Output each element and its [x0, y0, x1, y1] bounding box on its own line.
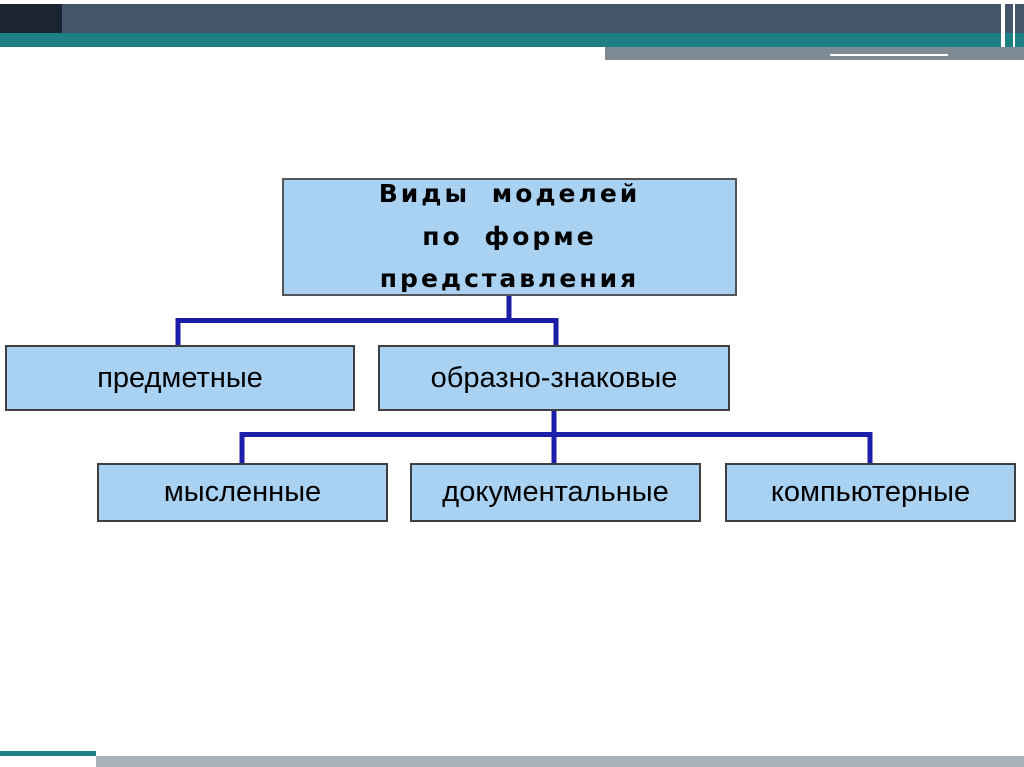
- node-dokumentalnye: документальные: [410, 463, 701, 522]
- top-bar: [62, 4, 1024, 33]
- connector-level1: [175, 296, 559, 346]
- top-bar-dark-segment: [0, 4, 62, 33]
- connector-level2: [239, 411, 873, 463]
- node-root-vidy-modelej: Виды моделей по форме представления: [282, 178, 737, 296]
- node-label: мысленные: [163, 476, 322, 508]
- right-edge-stripe-thin: [1013, 0, 1015, 47]
- node-myslennye: мысленные: [97, 463, 388, 522]
- node-label: предметные: [97, 361, 263, 394]
- node-kompyuternye: компьютерные: [725, 463, 1016, 522]
- white-divider-line: [830, 54, 948, 56]
- teal-accent-bar: [0, 33, 1024, 47]
- bottom-teal-bar: [0, 751, 96, 756]
- right-edge-stripe: [1001, 0, 1005, 47]
- node-obrazno-znakovye: образно-знаковые: [378, 345, 730, 411]
- bottom-gray-bar: [96, 756, 1024, 767]
- gray-accent-bar-right: [605, 47, 1024, 60]
- node-predmetnye: предметные: [5, 345, 355, 411]
- node-label: документальные: [442, 476, 669, 508]
- root-title-line2: по форме представления: [379, 221, 640, 294]
- node-label: образно-знаковые: [430, 361, 678, 394]
- root-title-line1: Виды моделей: [378, 179, 641, 209]
- node-label: компьютерные: [770, 476, 971, 508]
